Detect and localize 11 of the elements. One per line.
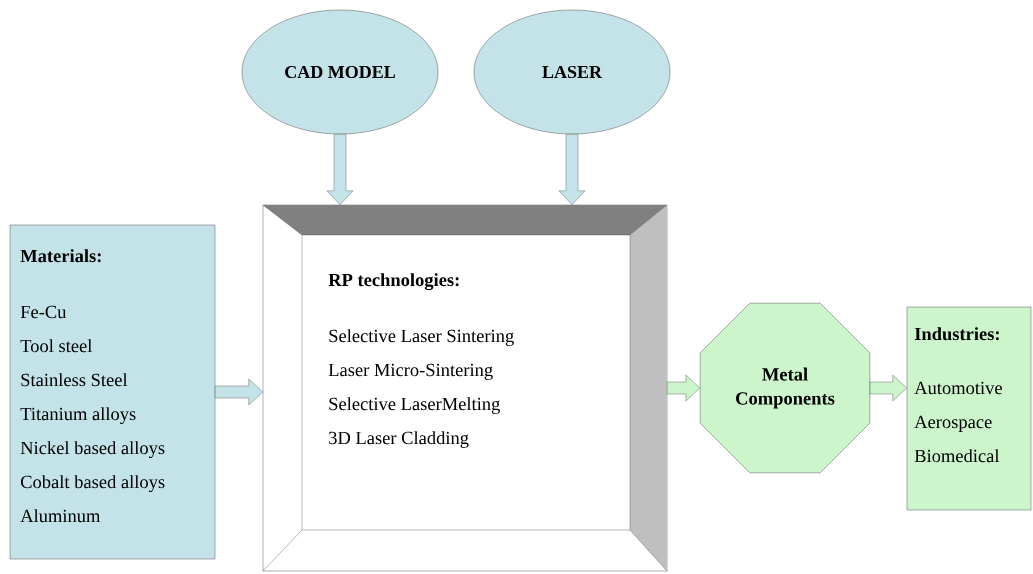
- block-arrow: [667, 374, 701, 402]
- frame-box: RP technologies: Selective Laser Sintering Laser Micro-Sintering Selective LaserMelting 3D Laser Cladding: [262, 204, 668, 572]
- materials-box: Materials: Fe-Cu Tool steel Stainless Steel Titanium alloys Nickel based alloys Cobalt based alloys Aluminum: [9, 224, 216, 560]
- block-arrow: [558, 134, 586, 205]
- block-arrow: [215, 378, 263, 406]
- block-arrow: [326, 134, 354, 205]
- octagon-node: Metal Components: [699, 302, 871, 474]
- industries-box: Industries: Automotive Aerospace Biomedical: [906, 306, 1032, 511]
- block-arrow: [869, 374, 907, 402]
- ellipse-node: LASER: [473, 9, 671, 135]
- ellipse-node: CAD MODEL: [241, 9, 439, 135]
